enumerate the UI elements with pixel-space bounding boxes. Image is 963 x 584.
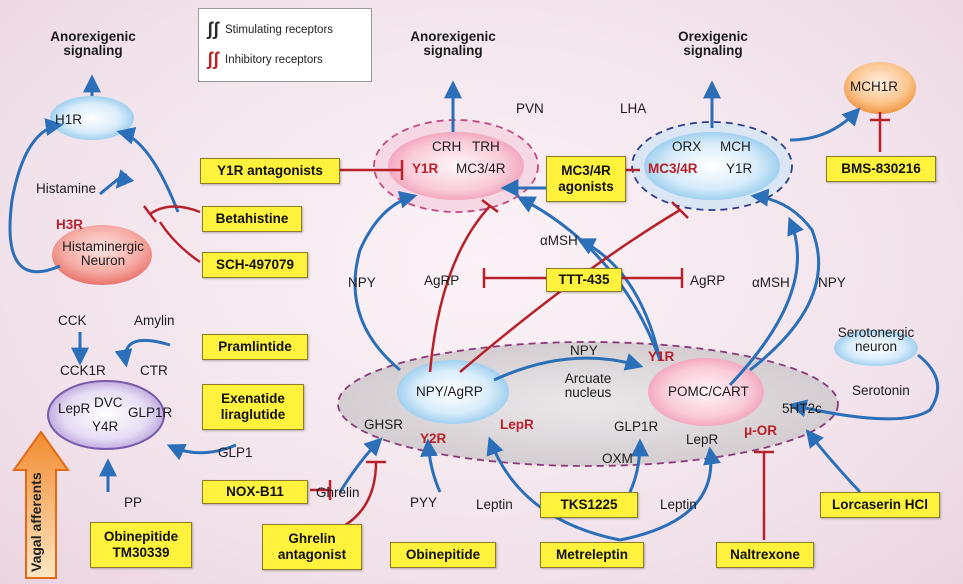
5ht2c-label: 5HT2c [782, 401, 822, 416]
glp1r-arc-label: GLP1R [614, 419, 659, 434]
mch1r-label: MCH1R [850, 79, 899, 94]
vagal-afferents-label: Vagal afferents [28, 472, 44, 572]
dvc-label: DVC [94, 395, 123, 410]
ghrelin-label: Ghrelin [316, 485, 360, 500]
h3r-label: H3R [56, 217, 84, 232]
npy-arc-label: NPY [570, 343, 598, 358]
mu-or-label: μ-OR [744, 423, 778, 438]
npy-right-label: NPY [818, 275, 846, 290]
pyy-label: PYY [410, 495, 438, 510]
lepr-pomc-label: LepR [686, 432, 719, 447]
pp-label: PP [124, 495, 143, 510]
ctr-label: CTR [140, 363, 168, 378]
cck-label: CCK [58, 313, 87, 328]
drug-sch-497079[interactable]: SCH-497079 [202, 252, 308, 278]
drug-nox-b11[interactable]: NOX-B11 [202, 480, 308, 504]
drug-ttt-435[interactable]: TTT-435 [546, 268, 622, 292]
drug-bms-830216[interactable]: BMS-830216 [826, 156, 936, 182]
lepr-dvc-label: LepR [58, 401, 91, 416]
drug-y1r-antagonists[interactable]: Y1R antagonists [200, 158, 340, 184]
y1r-pvn-label: Y1R [412, 161, 439, 176]
inhibitory-receptor-icon: ʃʃ [207, 49, 219, 69]
histamine-label: Histamine [36, 181, 97, 196]
mc34r-lha-label: MC3/4R [648, 161, 698, 176]
drug-obinepitide-tm30339[interactable]: Obinepitide TM30339 [90, 522, 192, 568]
amylin-label: Amylin [134, 313, 175, 328]
y2r-label: Y2R [420, 431, 447, 446]
orx-label: ORX [672, 139, 702, 154]
drug-ghrelin-antagonist[interactable]: Ghrelin antagonist [262, 524, 362, 570]
drug-obinepitide[interactable]: Obinepitide [390, 542, 496, 568]
mch-label: MCH [720, 139, 751, 154]
h1r-label: H1R [55, 112, 83, 127]
crh-label: CRH [432, 139, 462, 154]
y4r-label: Y4R [92, 419, 119, 434]
agrp-right-label: AgRP [690, 273, 726, 288]
legend-stimulating: ʃʃ Stimulating receptors [207, 19, 334, 39]
vagal-afferents-arrow [12, 430, 70, 579]
cck1r-label: CCK1R [60, 363, 106, 378]
drug-metreleptin[interactable]: Metreleptin [540, 542, 644, 568]
anorexigenic-left-label: Anorexigenic signaling [50, 29, 136, 58]
stimulating-receptor-icon: ʃʃ [207, 19, 219, 39]
leptin-left-label: Leptin [476, 497, 513, 512]
amsh-right-label: αMSH [752, 275, 790, 290]
npy-agrp-label: NPY/AgRP [416, 384, 483, 399]
pomc-cart-label: POMC/CART [668, 384, 749, 399]
y1r-lha-label: Y1R [726, 161, 753, 176]
orexigenic-label: Orexigenic signaling [678, 29, 748, 58]
drug-naltrexone[interactable]: Naltrexone [716, 542, 814, 568]
glp1-label: GLP1 [218, 445, 253, 460]
glp1r-dvc-label: GLP1R [128, 405, 173, 420]
drug-pramlintide[interactable]: Pramlintide [202, 334, 308, 360]
drug-betahistine[interactable]: Betahistine [202, 206, 302, 232]
y1r-pomc-label: Y1R [648, 349, 675, 364]
arcuate-label: Arcuate nucleus [564, 371, 612, 400]
npy-left-label: NPY [348, 275, 376, 290]
lha-label: LHA [620, 101, 647, 116]
agrp-left-label: AgRP [424, 273, 460, 288]
trh-label: TRH [472, 139, 500, 154]
leptin-right-label: Leptin [660, 497, 697, 512]
drug-lorcaserin-hcl[interactable]: Lorcaserin HCl [820, 492, 940, 518]
drug-exenatide-liraglutide[interactable]: Exenatide liraglutide [202, 384, 304, 430]
anorexigenic-center-label: Anorexigenic signaling [410, 29, 496, 58]
legend-inhibitory: ʃʃ Inhibitory receptors [207, 49, 323, 69]
pvn-label: PVN [516, 101, 544, 116]
serotonergic-neuron-label: Serotonergic neuron [837, 325, 915, 354]
drug-mc34r-agonists[interactable]: MC3/4R agonists [546, 156, 626, 202]
serotonin-label: Serotonin [852, 383, 910, 398]
ghsr-label: GHSR [364, 417, 404, 432]
lepr-npy-label: LepR [500, 417, 534, 432]
histaminergic-neuron-label: Histaminergic Neuron [62, 239, 144, 268]
drug-tks1225[interactable]: TKS1225 [540, 492, 638, 518]
amsh-top-label: αMSH [540, 233, 578, 248]
oxm-label: OXM [602, 451, 633, 466]
legend: ʃʃ Stimulating receptors ʃʃ Inhibitory r… [198, 8, 372, 82]
mc34r-pvn-label: MC3/4R [456, 161, 506, 176]
